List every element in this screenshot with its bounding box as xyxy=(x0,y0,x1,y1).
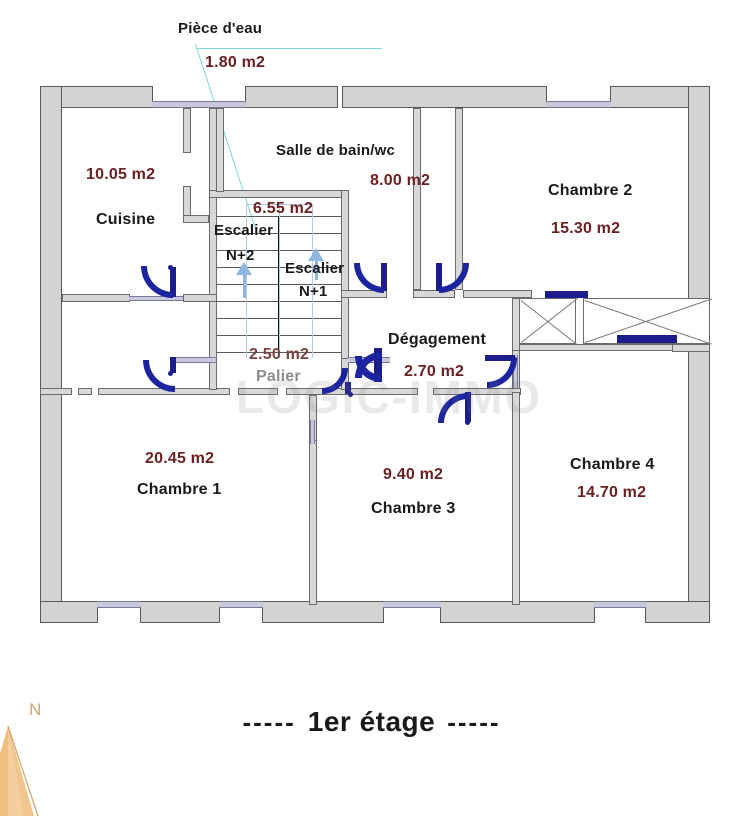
room-label-chambre-3: Chambre 3 xyxy=(371,500,456,517)
stair-up-stem-n1 xyxy=(315,258,318,280)
stair-up-stem-n2 xyxy=(243,272,246,298)
caption-dash-left: ----- xyxy=(242,707,296,737)
window-top-2 xyxy=(546,101,611,108)
interior-wall-palier-bottom-4 xyxy=(238,388,278,395)
window-bottom-4 xyxy=(594,601,646,608)
caption-dash-right: ----- xyxy=(447,707,501,737)
interior-wall-stair-top xyxy=(209,190,349,198)
compass-north-label: N xyxy=(29,700,42,719)
room-area-salle-de-bain: 8.00 m2 xyxy=(370,172,431,189)
interior-wall-closet-right-jog xyxy=(672,344,710,352)
exterior-wall-bottom-seg5 xyxy=(645,601,710,623)
room-area-chambre-1: 20.45 m2 xyxy=(145,450,215,467)
room-area-degagement: 2.70 m2 xyxy=(404,363,465,380)
interior-wall-sdb-bottom xyxy=(341,290,387,298)
door-leaf-cuisine[interactable] xyxy=(170,267,176,297)
interior-wall-chambre2-left xyxy=(455,108,463,290)
exterior-wall-bottom-seg3 xyxy=(262,601,384,623)
plan-caption: ----- 1er étage ----- xyxy=(0,706,743,738)
room-label-chambre-1: Chambre 1 xyxy=(137,481,222,498)
closet-door-left[interactable] xyxy=(545,291,588,298)
exterior-wall-left xyxy=(40,86,62,623)
room-area-chambre-2: 15.30 m2 xyxy=(551,220,621,237)
closet-door-right[interactable] xyxy=(617,335,677,343)
room-label-chambre-4: Chambre 4 xyxy=(570,456,655,473)
door-opening-cuisine xyxy=(129,296,183,301)
room-area-palier: 2.50 m2 xyxy=(249,346,310,363)
room-area-cuisine: 10.05 m2 xyxy=(86,166,156,183)
room-label-chambre-2: Chambre 2 xyxy=(548,182,633,199)
interior-wall-chambre1-right-2 xyxy=(309,440,317,605)
window-bottom-1 xyxy=(97,601,141,608)
interior-wall-cuisine-bottom-2 xyxy=(183,294,217,302)
room-area-chambre-3: 9.40 m2 xyxy=(383,466,444,483)
interior-wall-sdb-left xyxy=(216,108,224,192)
door-pivot-degagement-bottom xyxy=(348,392,353,397)
room-label-degagement: Dégagement xyxy=(388,331,487,348)
exterior-wall-bottom-seg2 xyxy=(140,601,220,623)
door-leaf-chambre3[interactable] xyxy=(465,392,471,422)
room-label-cuisine: Cuisine xyxy=(96,211,156,228)
interior-wall-cuisine-right-upper xyxy=(183,108,191,153)
interior-wall-sdb-bottom-2 xyxy=(413,290,455,298)
interior-wall-stair-left-2 xyxy=(209,190,217,365)
exterior-wall-right xyxy=(688,86,710,623)
window-chambre1-partition xyxy=(310,420,315,444)
window-bottom-3 xyxy=(383,601,441,608)
interior-wall-sdb-right xyxy=(413,108,421,290)
door-leaf-degagement-bottom[interactable] xyxy=(345,382,351,394)
room-area-chambre-4: 14.70 m2 xyxy=(577,484,647,501)
door-leaf-sdb[interactable] xyxy=(381,263,387,291)
caption-title: 1er étage xyxy=(307,706,436,737)
interior-wall-degagement-right xyxy=(512,298,520,353)
door-arc-sdb xyxy=(354,263,384,293)
interior-wall-cuisine-bottom xyxy=(62,294,130,302)
exterior-wall-top-seg2 xyxy=(245,86,338,108)
stair-label-n2-line2: N+2 xyxy=(226,247,255,264)
interior-wall-cuisine-jog-2 xyxy=(183,215,209,223)
stair-up-arrow-n1 xyxy=(308,248,324,261)
callout-name: Pièce d'eau xyxy=(178,20,263,37)
compass-needle-icon xyxy=(0,725,39,816)
interior-wall-chambre3-right xyxy=(512,392,520,605)
interior-wall-palier-bottom xyxy=(40,388,72,395)
window-top-1 xyxy=(152,101,246,108)
door-arc-chambre2 xyxy=(439,263,469,293)
door-arc-degagement-left-2 xyxy=(355,356,381,382)
stair-label-n2-line1: Escalier xyxy=(214,222,274,239)
room-label-palier: Palier xyxy=(256,368,301,385)
interior-wall-stair-right xyxy=(341,190,349,365)
door-opening-palier-left xyxy=(170,357,216,363)
interior-wall-palier-bottom-2 xyxy=(78,388,92,395)
stair-up-arrow-n2 xyxy=(236,262,252,275)
door-arc-cuisine xyxy=(141,266,173,298)
compass-rose: N xyxy=(0,700,90,816)
room-label-salle-de-bain: Salle de bain/wc xyxy=(276,142,396,159)
callout-underline xyxy=(196,48,382,49)
door-opening-chambre4 xyxy=(513,355,518,390)
window-bottom-2 xyxy=(219,601,263,608)
interior-wall-degagement-bottom-2 xyxy=(433,388,521,395)
stair-label-n1-line2: N+1 xyxy=(299,283,328,300)
stair-label-n1-line1: Escalier xyxy=(285,260,345,277)
callout-area: 1.80 m2 xyxy=(205,54,266,71)
door-arc-chambre3 xyxy=(438,393,468,423)
interior-wall-chambre2-bottom xyxy=(463,290,532,298)
exterior-wall-top-seg3 xyxy=(342,86,547,108)
exterior-wall-bottom-seg1 xyxy=(40,601,98,623)
stair-guide-center xyxy=(279,204,280,358)
stair-area: 6.55 m2 xyxy=(253,200,314,217)
